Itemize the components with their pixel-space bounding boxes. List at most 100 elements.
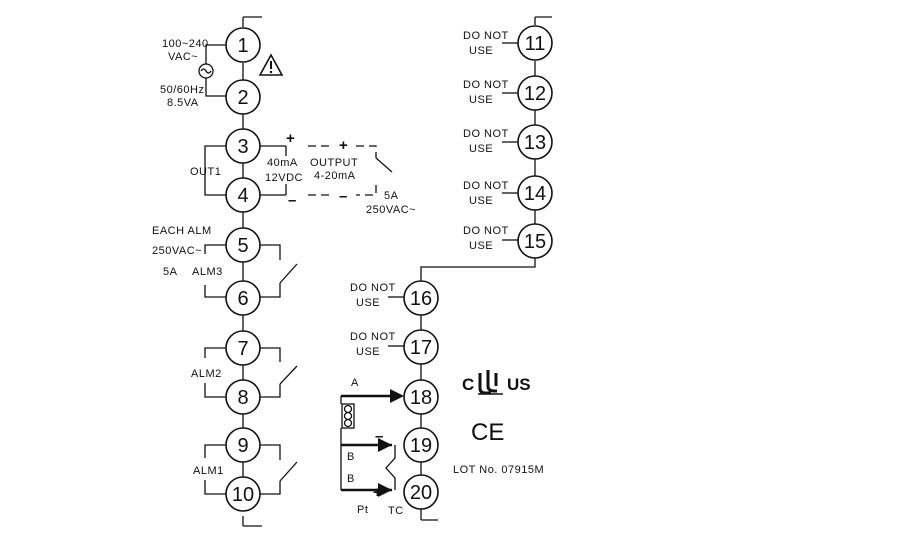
terminal-8: 8 xyxy=(225,379,261,415)
unused-14-line1: DO NOT xyxy=(463,180,509,192)
terminal-3-number: 3 xyxy=(237,136,248,158)
analog-plus-sign: + xyxy=(339,137,348,154)
terminal-1-number: 1 xyxy=(237,35,248,57)
unused-16-line2: USE xyxy=(356,297,380,309)
right-terminal-strip xyxy=(420,16,552,521)
unused-17-line2: USE xyxy=(356,346,380,358)
out1-label: OUT1 xyxy=(190,166,221,178)
unused-11-line1: DO NOT xyxy=(463,30,509,42)
unused-12-line1: DO NOT xyxy=(463,79,509,91)
terminal-14-number: 14 xyxy=(524,183,546,205)
terminal-6: 6 xyxy=(225,280,261,316)
unused-16-line1: DO NOT xyxy=(350,282,396,294)
lot-number-text: LOT No. 07915M xyxy=(453,464,544,476)
power-rating-text: 8.5VA xyxy=(167,97,199,109)
terminal-10-number: 10 xyxy=(232,484,254,506)
unused-13-line1: DO NOT xyxy=(463,128,509,140)
input-wiring: A B B Pt – + TC xyxy=(340,377,404,517)
terminal-20: 20 xyxy=(403,474,439,510)
alm2-label: ALM2 xyxy=(191,368,222,380)
left-terminal-strip xyxy=(242,16,262,527)
alm3-switch-icon xyxy=(279,263,298,284)
relay-switch-icon xyxy=(375,157,393,173)
relay-voltage-text: 250VAC~ xyxy=(366,204,416,216)
input-a-label: A xyxy=(351,377,359,389)
out1-wiring: OUT1 + – 40mA 12VDC + – OUTPUT 4-20mA 5A… xyxy=(190,130,416,216)
terminal-5-number: 5 xyxy=(237,235,248,257)
terminal-9-number: 9 xyxy=(237,435,248,457)
tc-minus-sign: – xyxy=(375,428,383,445)
terminal-12: 12 xyxy=(517,75,553,111)
unused-12-line2: USE xyxy=(469,94,493,106)
unused-label-14: DO NOT USE xyxy=(463,180,518,207)
thermocouple-icon xyxy=(385,445,396,490)
alarm-voltage-text: 250VAC~ xyxy=(152,245,202,257)
alarm-header-text: EACH ALM xyxy=(152,225,212,237)
terminal-11-number: 11 xyxy=(525,33,546,55)
out1-minus-sign: – xyxy=(288,192,296,209)
terminal-10: 10 xyxy=(225,476,261,512)
unused-11-line2: USE xyxy=(469,45,493,57)
relay-current-text: 5A xyxy=(384,190,399,202)
unused-15-line2: USE xyxy=(469,240,493,252)
certification-marks: C US CE LOT No. 07915M xyxy=(453,370,544,476)
terminal-5: 5 xyxy=(225,227,261,263)
arrow-right-icon xyxy=(378,438,392,452)
terminal-7: 7 xyxy=(225,330,261,366)
analog-minus-sign: – xyxy=(339,188,347,205)
unused-15-line1: DO NOT xyxy=(463,225,509,237)
out1-plus-sign: + xyxy=(286,130,295,147)
terminal-2: 2 xyxy=(225,79,261,115)
unused-label-12: DO NOT USE xyxy=(463,79,518,106)
terminal-7-number: 7 xyxy=(237,338,248,360)
unused-17-line1: DO NOT xyxy=(350,331,396,343)
terminal-1: 1 xyxy=(225,27,261,63)
terminal-18-number: 18 xyxy=(410,387,432,409)
terminal-3: 3 xyxy=(225,128,261,164)
alarm-current-text: 5A xyxy=(163,266,178,278)
ce-mark-text: CE xyxy=(471,419,504,446)
alm1-label: ALM1 xyxy=(193,465,224,477)
terminal-4-number: 4 xyxy=(237,185,248,207)
alm2-switch-icon xyxy=(279,365,298,385)
power-wiring: 100~240 VAC~ 50/60Hz 8.5VA xyxy=(160,38,284,109)
terminal-18: 18 xyxy=(403,379,439,415)
arrow-right-icon xyxy=(390,389,404,403)
cul-c-text: C xyxy=(462,375,474,394)
rtd-element-icon xyxy=(341,403,355,429)
warning-icon xyxy=(258,53,284,76)
unused-label-15: DO NOT USE xyxy=(463,225,518,252)
terminal-15: 15 xyxy=(517,223,553,259)
alm3-label: ALM3 xyxy=(192,266,223,278)
terminal-14: 14 xyxy=(517,175,553,211)
terminal-12-number: 12 xyxy=(524,83,546,105)
alarm-wiring: EACH ALM 250VAC~ 5A ALM3 ALM2 ALM1 xyxy=(152,225,298,495)
unused-label-11: DO NOT USE xyxy=(463,30,518,57)
terminal-8-number: 8 xyxy=(237,387,248,409)
terminal-6-number: 6 xyxy=(237,288,248,310)
unused-14-line2: USE xyxy=(469,195,493,207)
terminal-13: 13 xyxy=(517,124,553,160)
terminal-19: 19 xyxy=(403,427,439,463)
power-voltage-type-text: VAC~ xyxy=(168,51,198,63)
terminal-9: 9 xyxy=(225,427,261,463)
input-tc-label: TC xyxy=(388,505,404,517)
power-voltage-text: 100~240 xyxy=(162,38,209,50)
analog-output-label: OUTPUT xyxy=(310,157,358,169)
arrow-right-icon xyxy=(378,483,392,497)
terminal-4: 4 xyxy=(225,177,261,213)
terminal-17-number: 17 xyxy=(410,337,432,359)
cul-us-text: US xyxy=(507,375,531,394)
power-frequency-text: 50/60Hz xyxy=(160,84,204,96)
ul-logo-icon xyxy=(478,370,503,395)
input-pt-label: Pt xyxy=(357,504,368,516)
terminal-17: 17 xyxy=(403,329,439,365)
terminal-16-number: 16 xyxy=(410,288,432,310)
input-b2-label: B xyxy=(347,473,355,485)
unused-label-16: DO NOT USE xyxy=(350,282,404,309)
terminal-16: 16 xyxy=(403,280,439,316)
terminal-2-number: 2 xyxy=(237,87,248,109)
tc-plus-sign: + xyxy=(373,484,382,501)
terminal-20-number: 20 xyxy=(410,482,432,504)
